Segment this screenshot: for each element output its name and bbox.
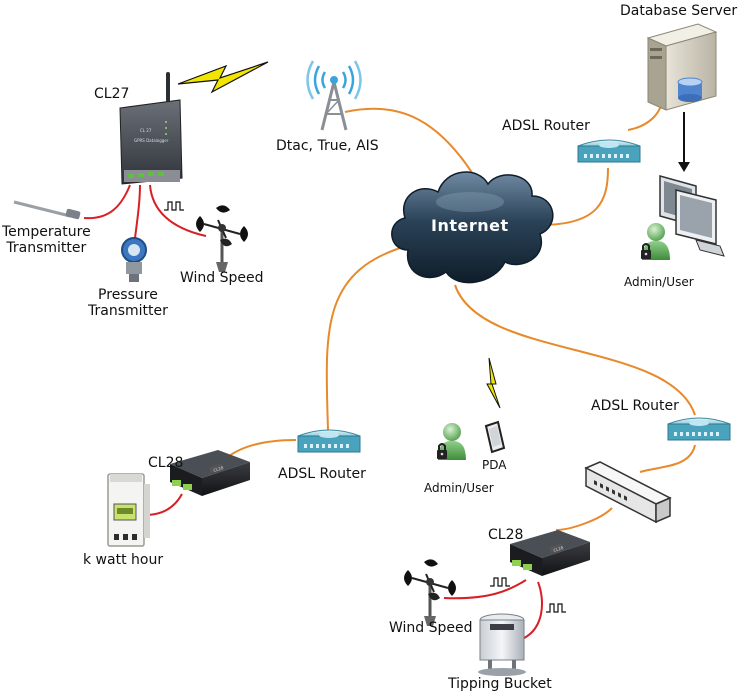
wire-bucket [519,581,543,641]
link-internet-adsl-right [454,284,696,416]
wire-kwh [144,493,183,516]
pulse-signal-icon [489,577,511,587]
radio-tower-icon [306,60,362,131]
link-switch-cl28 [555,507,613,531]
lightning-icon [486,357,501,409]
router-icon [297,429,361,453]
link-internet-adsl-top [539,167,609,226]
pressure-transmitter-label: Pressure Transmitter [88,287,168,319]
cl28-label: CL28 [148,455,184,471]
admin-user-icon [640,222,671,261]
wire-pressure [134,184,141,239]
svg-text:GPRS Datalogger: GPRS Datalogger [134,138,169,143]
tipping-bucket-label: Tipping Bucket [448,676,552,692]
cl27-label: CL27 [94,86,130,102]
network-switch-icon [584,461,672,524]
rain-gauge-icon [478,613,526,676]
database-server-label: Database Server [620,3,738,19]
adsl-router-label: ADSL Router [278,466,366,482]
network-links [221,97,696,531]
wind-speed-label: Wind Speed [389,620,473,636]
admin-user-icon [436,422,467,461]
pressure-gauge-icon [121,237,147,282]
pulse-signal-icon [163,201,185,211]
pda-label: PDA [482,458,507,472]
cloud-icon [391,171,554,284]
wire-temperature [83,184,131,220]
adsl-router-label: ADSL Router [591,398,679,414]
admin-user-label: Admin/User [424,481,494,495]
anemometer-icon [402,557,458,628]
router-icon [667,417,731,441]
energy-meter-icon [107,473,150,547]
wind-speed-label: Wind Speed [180,270,264,286]
router-icon [577,139,641,163]
database-server-icon [646,23,718,111]
tower-label: Dtac, True, AIS [276,138,379,154]
internet-cloud [391,171,554,284]
link-internet-adsl-mid [325,244,411,431]
svg-text:CL 27: CL 27 [140,128,152,133]
server-to-admin-arrow [678,112,690,172]
wire-wind-top [149,184,207,237]
lightning-icon [177,61,269,94]
k-watt-hour-label: k watt hour [83,552,164,568]
wire-wind-bottom [443,579,527,600]
monitor-icon [675,189,725,257]
anemometer-icon [194,203,250,274]
temperature-transmitter-label: Temperature Transmitter [2,224,91,256]
internet-label: Internet [431,216,509,235]
thermometer-probe-icon [13,200,81,220]
pda-icon [484,420,506,454]
admin-user-label: Admin/User [624,275,694,289]
cl28-label: CL28 [488,527,524,543]
adsl-router-label: ADSL Router [502,118,590,134]
link-adsl-right-switch [639,444,696,473]
pulse-signal-icon [545,603,567,613]
link-tower-internet [344,107,479,183]
datalogger-icon: CL 27 GPRS Datalogger [119,72,183,185]
